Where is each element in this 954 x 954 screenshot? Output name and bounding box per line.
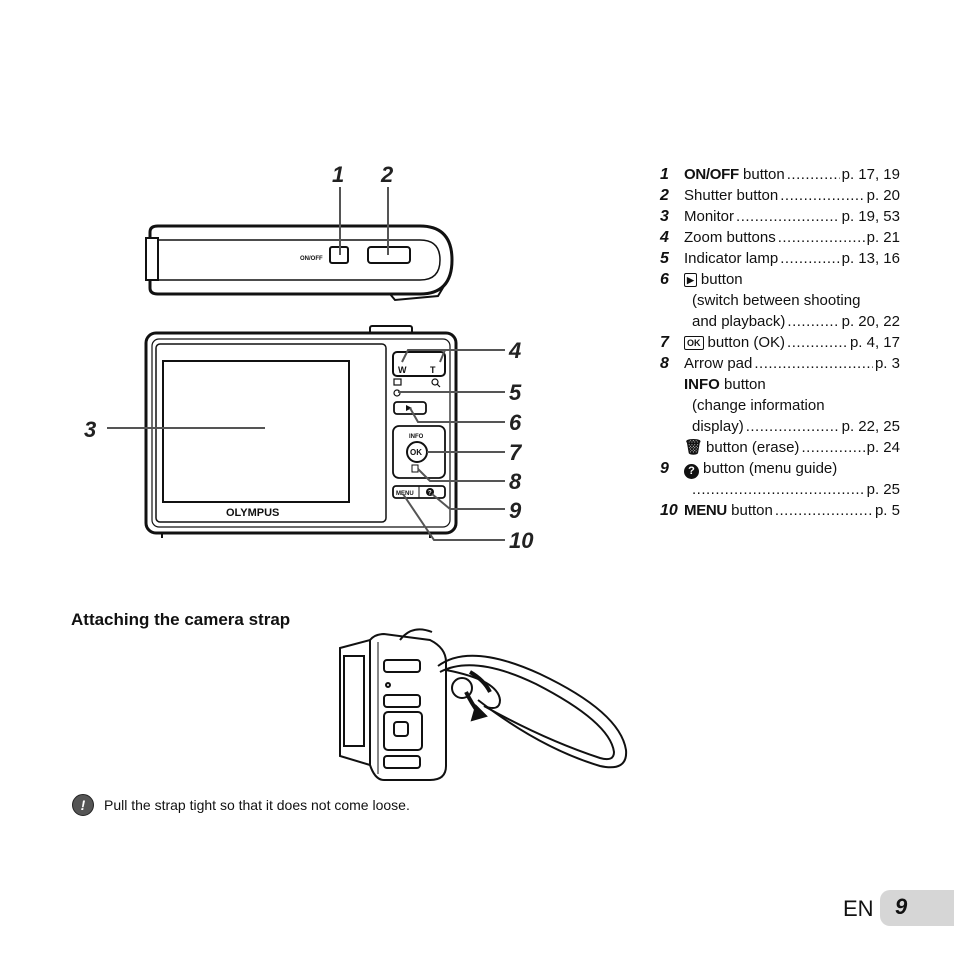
legend-num: 3 [660, 208, 669, 225]
legend-item-8-info-line2: (change information [692, 397, 825, 414]
ok-icon: OK [684, 336, 704, 350]
legend-page: p. 13, 16 [841, 250, 900, 267]
legend-item-10: 10 MENU button p. 5 [660, 500, 900, 521]
callout-8: 8 [509, 469, 522, 494]
legend-page: p. 3 [874, 355, 900, 372]
legend-num: 10 [660, 502, 678, 519]
strap-illustration [339, 628, 628, 781]
language-label: EN [843, 896, 874, 921]
leader-lines [107, 187, 505, 541]
legend-page: p. 21 [866, 229, 900, 246]
legend-item-5: 5 Indicator lamp p. 13, 16 [660, 248, 900, 269]
legend-num: 4 [660, 229, 669, 246]
legend-item-8: 8 Arrow pad p. 3 [660, 353, 900, 374]
legend-label: Indicator lamp [684, 250, 779, 267]
callout-5: 5 [509, 380, 522, 405]
legend-item-8-erase: 🗑button (erase) p. 24 [660, 437, 900, 458]
legend-num: 5 [660, 250, 669, 267]
callout-1: 1 [332, 162, 344, 187]
page-tab [880, 890, 954, 926]
trash-icon: 🗑 [684, 439, 704, 456]
callout-10: 10 [509, 528, 534, 553]
legend-num: 7 [660, 334, 669, 351]
menu-text: MENU [396, 491, 414, 497]
legend-num: 9 [660, 460, 669, 477]
legend-page: p. 4, 17 [849, 334, 900, 351]
onoff-text: ON/OFF [300, 256, 323, 262]
legend-num: 2 [660, 187, 669, 204]
legend-item-1: 1 ON/OFF button p. 17, 19 [660, 164, 900, 185]
legend-item-9-page: p. 25 [660, 479, 900, 500]
callout-4: 4 [508, 338, 521, 363]
legend-label: Shutter button [684, 187, 779, 204]
legend-item-8-info: INFO button [684, 376, 766, 393]
legend-num: 6 [660, 271, 669, 288]
callout-3: 3 [84, 417, 96, 442]
zoom-w-text: W [398, 365, 407, 375]
legend-page: p. 5 [874, 502, 900, 519]
callout-2: 2 [380, 162, 394, 187]
callout-7: 7 [509, 440, 523, 465]
page-number: 9 [895, 894, 908, 919]
legend-item-4: 4 Zoom buttons p. 21 [660, 227, 900, 248]
legend-label: button (OK) [707, 334, 786, 351]
legend-label: ON/OFF [684, 166, 739, 183]
legend-suffix: button [726, 502, 773, 519]
section-heading: Attaching the camera strap [71, 610, 291, 629]
legend-item-9: 9 ? button (menu guide) [660, 458, 900, 479]
legend-num: 8 [660, 355, 669, 372]
ok-text: OK [410, 448, 422, 457]
legend-item-6-line2: (switch between shooting [692, 292, 861, 309]
legend-page: p. 25 [866, 481, 900, 498]
legend-item-2: 2 Shutter button p. 20 [660, 185, 900, 206]
legend-label: button [700, 271, 743, 288]
legend-item-8-info-line3: display) p. 22, 25 [660, 416, 900, 437]
legend-num: 1 [660, 166, 669, 183]
guide-text: ? [428, 491, 432, 497]
menu-guide-icon: ? [684, 464, 699, 479]
callout-6: 6 [509, 410, 522, 435]
legend-item-3: 3 Monitor p. 19, 53 [660, 206, 900, 227]
playback-icon: ▶ [684, 273, 697, 287]
legend-item-6-line3: and playback) p. 20, 22 [660, 311, 900, 332]
legend-item-6: 6 ▶button [660, 269, 900, 290]
legend-page: p. 17, 19 [841, 166, 900, 183]
legend-label: Monitor [684, 208, 735, 225]
legend-label: button (menu guide) [703, 460, 838, 477]
camera-top-view: ON/OFF [145, 224, 454, 302]
callout-9: 9 [509, 498, 522, 523]
legend-label: Arrow pad [684, 355, 753, 372]
camera-back-view: OLYMPUS W T INFO OK MENU ? [144, 325, 458, 538]
parts-legend: 1 ON/OFF button p. 17, 19 2 Shutter butt… [660, 164, 900, 521]
legend-suffix: button [738, 166, 785, 183]
legend-page: p. 20 [866, 187, 900, 204]
info-text: INFO [409, 434, 424, 440]
legend-page: p. 19, 53 [841, 208, 900, 225]
zoom-t-text: T [430, 365, 436, 375]
brand-text: OLYMPUS [226, 507, 279, 519]
legend-page: p. 20, 22 [841, 313, 900, 330]
note-text: Pull the strap tight so that it does not… [104, 797, 410, 813]
caution-icon: ! [72, 794, 94, 816]
legend-label: Zoom buttons [684, 229, 776, 246]
legend-label: MENU [684, 502, 727, 519]
caution-note: ! Pull the strap tight so that it does n… [72, 794, 410, 816]
